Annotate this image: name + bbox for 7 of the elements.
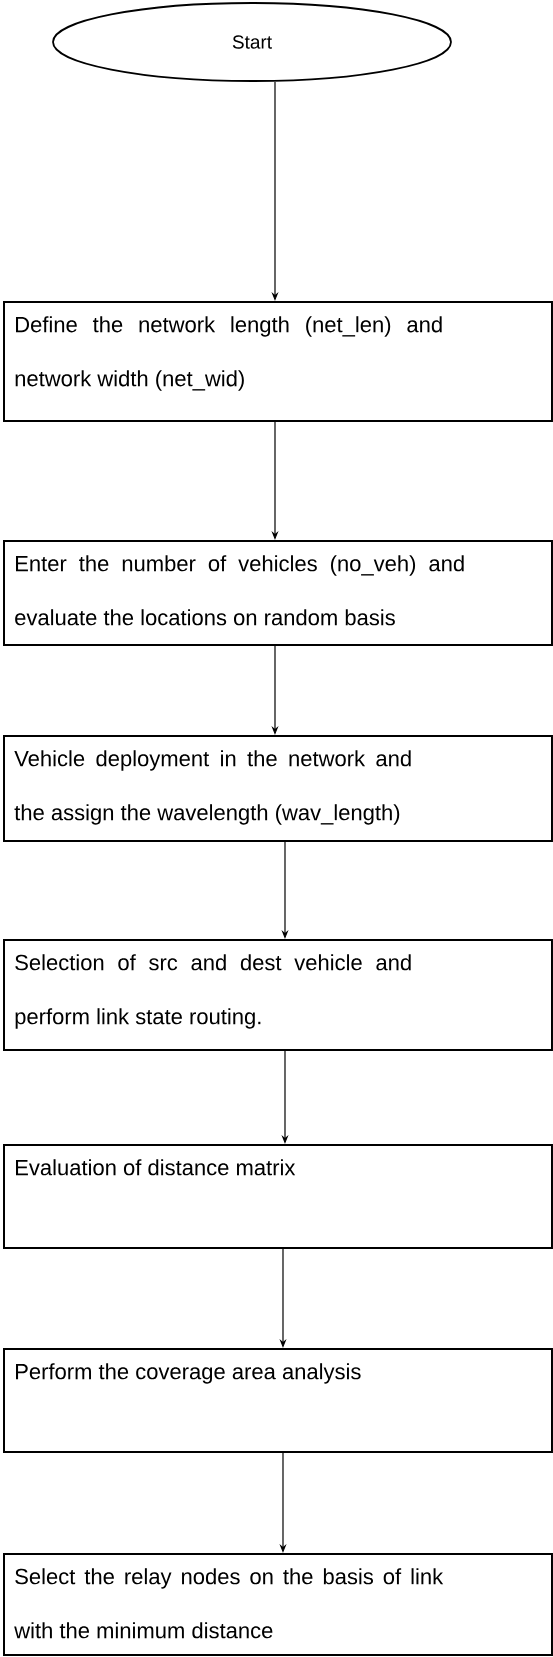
process-box: Define the network length (net_len) and network width (net_wid) xyxy=(3,301,553,422)
process-box: Select the relay nodes on the basis of link with the minimum distance xyxy=(3,1553,553,1656)
process-box: Selection of src and dest vehicle and perform link state routing. xyxy=(3,939,553,1051)
process-box: Evaluation of distance matrix xyxy=(3,1144,553,1249)
process-box: Enter the number of vehicles (no_veh) and evaluate the locations on random basis xyxy=(3,540,553,646)
process-box: Perform the coverage area analysis xyxy=(3,1348,553,1453)
process-box: Vehicle deployment in the network and the assign the wavelength (wav_length) xyxy=(3,735,553,842)
